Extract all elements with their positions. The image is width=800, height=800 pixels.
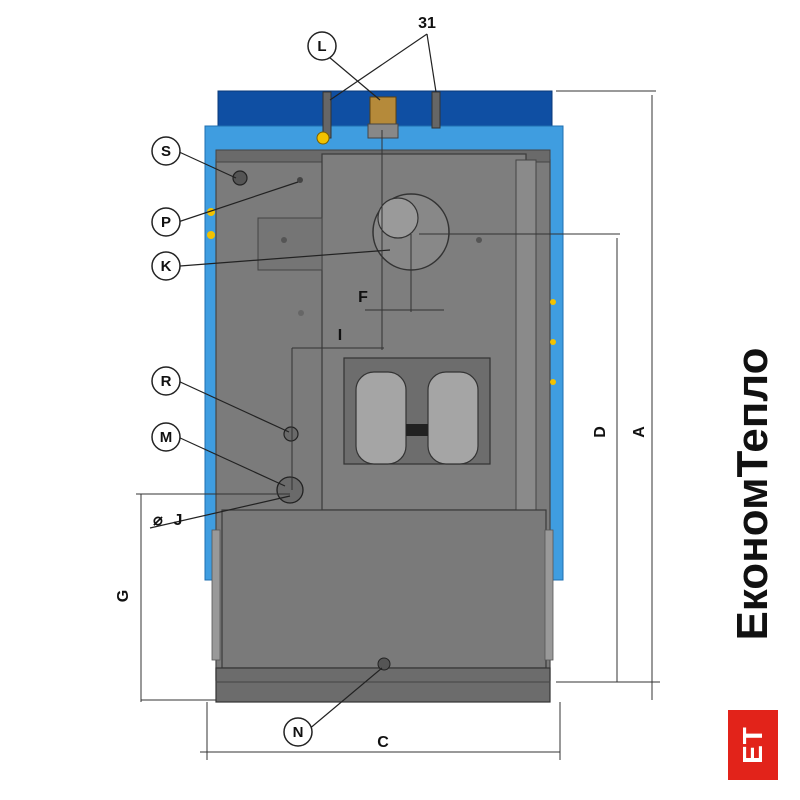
port-R: [283, 426, 299, 442]
label-P: P: [161, 214, 171, 231]
side-bolt: [207, 231, 215, 239]
pipe-left: [322, 91, 332, 139]
label-31: 31: [418, 15, 436, 32]
port-P: [297, 177, 303, 183]
label-M: M: [160, 429, 173, 446]
right-rail: [544, 529, 554, 661]
dim-A: A: [631, 426, 648, 438]
brand-logo: ЕТ: [728, 710, 778, 780]
flue-inner: [377, 197, 419, 239]
side-bolt: [550, 379, 556, 385]
side-bolt: [550, 299, 556, 305]
fan-right: [427, 371, 479, 465]
fan-shaft: [406, 424, 428, 436]
brand-name: ЕкономТепло: [728, 347, 777, 641]
brand-watermark: ЕкономТепло ЕТ: [728, 284, 778, 780]
dim-G: G: [115, 590, 132, 602]
side-bolt: [550, 339, 556, 345]
bolt: [281, 237, 287, 243]
lower-door: [221, 509, 547, 669]
port-M: [276, 476, 304, 504]
door-edge: [515, 159, 537, 511]
fan-left: [355, 371, 407, 465]
callout-R: [151, 366, 181, 396]
ash-tray: [215, 667, 551, 703]
label-S: S: [161, 143, 171, 160]
port-N: [377, 657, 391, 671]
dim-C: C: [377, 734, 389, 751]
dim-J-symbol: ⌀: [153, 512, 163, 529]
callout-P: [151, 207, 181, 237]
inspection-hatch: [257, 217, 323, 271]
chimney-base: [367, 123, 399, 139]
port-S: [232, 170, 248, 186]
bolt: [298, 310, 304, 316]
chimney-stub: [369, 96, 397, 128]
label-R: R: [161, 373, 172, 390]
label-L: L: [317, 38, 326, 55]
pipe-right: [431, 91, 441, 129]
callout-L: [307, 31, 337, 61]
label-N: N: [293, 724, 304, 741]
left-rail: [211, 529, 221, 661]
dim-J: J: [174, 512, 183, 529]
dim-D: D: [592, 426, 609, 438]
bolt: [476, 237, 482, 243]
dim-I: I: [338, 327, 342, 344]
brand-logo-text: ЕТ: [737, 726, 768, 764]
callout-S: [151, 136, 181, 166]
callout-K: [151, 251, 181, 281]
label-K: K: [161, 258, 172, 275]
dim-F: F: [358, 289, 368, 306]
callout-M: [151, 422, 181, 452]
callout-N: [283, 717, 313, 747]
valve-yellow: [316, 131, 330, 145]
